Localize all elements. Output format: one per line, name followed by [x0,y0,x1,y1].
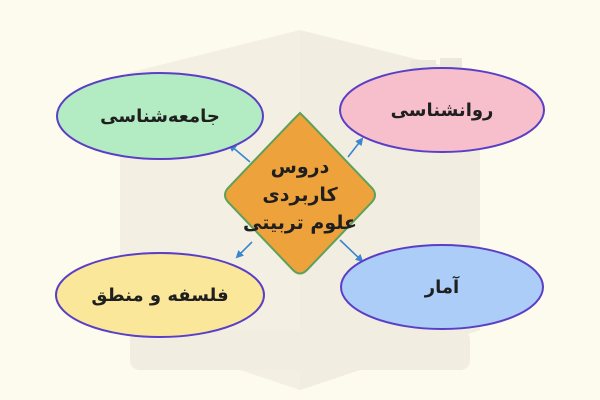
node-top-right-shape [339,67,545,153]
node-bottom-right-shape [340,244,544,330]
center-node-label: دروس کاربردی علوم تربیتی [242,156,357,234]
center-node-shape [224,111,376,275]
connector-top-right [347,137,364,158]
node-bottom-left-label: فلسفه و منطق [91,284,229,306]
connector-bottom-left [235,241,253,259]
node-top-right-label: روانشناسی [390,99,494,121]
node-top-left-label: جامعه‌شناسی [100,105,220,127]
node-top-left-shape [56,72,264,160]
connector-top-left [228,143,251,163]
node-bottom-left-shape [55,252,265,338]
node-bottom-right-label: آمار [424,276,460,298]
connector-bottom-right [339,239,364,263]
